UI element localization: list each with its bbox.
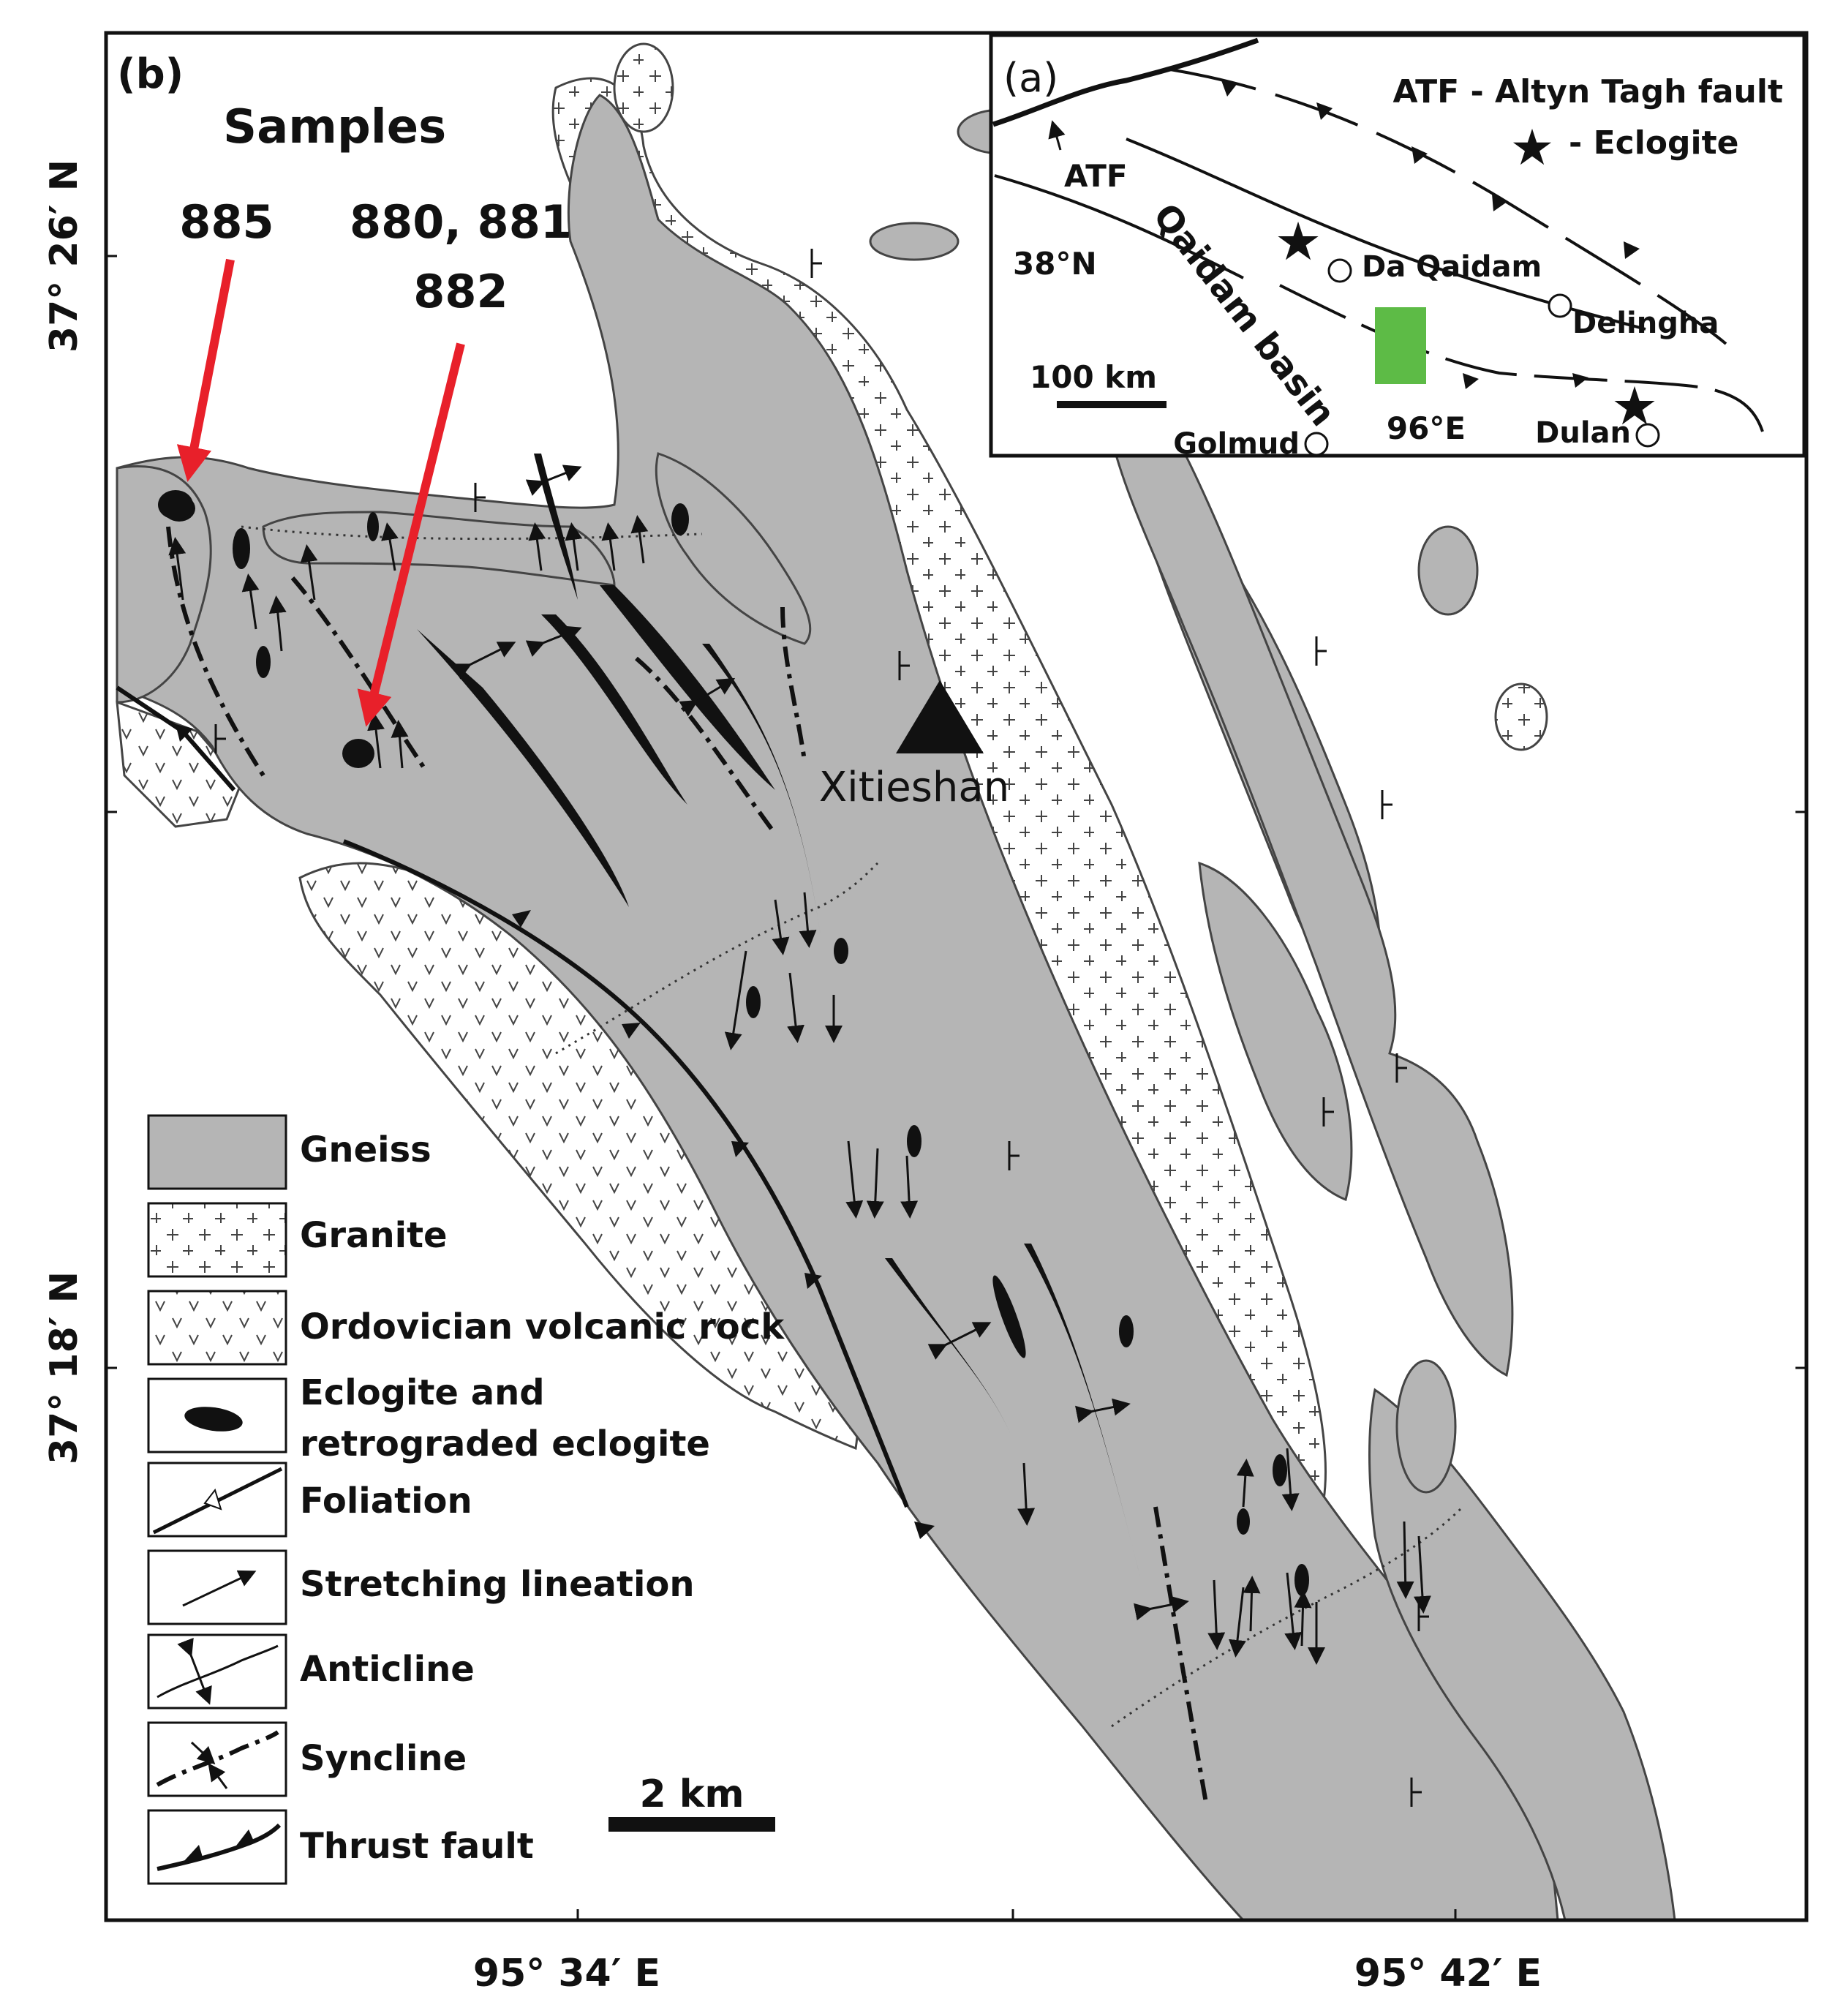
scale-bar xyxy=(608,1817,775,1832)
legend-item-thrust: Thrust fault xyxy=(147,1809,534,1885)
gneiss-islet-4 xyxy=(869,222,960,261)
inset-lon-label: 96°E xyxy=(1387,410,1466,446)
gneiss-islet-2 xyxy=(1395,1359,1457,1494)
legend-label-syncline: Syncline xyxy=(300,1738,467,1779)
legend-label-foliation: Foliation xyxy=(300,1481,472,1522)
scale-bar-label: 2 km xyxy=(639,1772,744,1816)
legend-item-volcanic: Ordovician volcanic rock xyxy=(147,1290,785,1366)
sample-885-label: 885 xyxy=(179,195,274,249)
samples-title: Samples xyxy=(223,100,446,154)
main-map xyxy=(116,42,1676,1920)
legend-label-anticline: Anticline xyxy=(300,1649,475,1690)
sample-880-label-line2: 882 xyxy=(413,265,508,318)
legend-item-gneiss: Gneiss xyxy=(147,1114,431,1190)
dotted-contact-central xyxy=(555,862,879,1055)
legend-label-thrust: Thrust fault xyxy=(300,1826,534,1867)
gneiss-unit-east-2 xyxy=(1198,861,1353,1202)
gneiss-arm-north xyxy=(262,511,616,587)
legend-label-gneiss: Gneiss xyxy=(300,1129,431,1170)
dotted-contact-south xyxy=(1111,1505,1464,1728)
town-da-qaidam-marker xyxy=(1327,258,1352,283)
graticule-ticks xyxy=(106,255,1806,1920)
sample-885-eclogite xyxy=(158,490,193,519)
inset-map: ★ ★ ★ (a) ATF - Altyn Tagh fault - Eclog… xyxy=(989,33,1806,461)
legend-item-granite: Granite xyxy=(147,1202,448,1278)
study-area-box xyxy=(1375,307,1426,384)
inset-town-delingha: Delingha xyxy=(1572,306,1719,340)
sample-880-label-line1: 880, 881 xyxy=(350,195,572,249)
fold-axes xyxy=(166,526,1209,1808)
inset-legend-eclogite: - Eclogite xyxy=(1569,124,1738,162)
longitude-label-right: 95° 42′ E xyxy=(1354,1952,1542,1996)
inset-fault-south xyxy=(1279,284,1764,432)
eclogite-star-da-qaidam: ★ xyxy=(1275,211,1322,272)
sample-885-arrow xyxy=(176,258,235,482)
inset-town-dulan: Dulan xyxy=(1535,416,1631,450)
anticline-symbols xyxy=(452,464,1189,1621)
legend-label-eclogite-line1: Eclogite and xyxy=(300,1372,545,1413)
town-golmud-marker xyxy=(1304,432,1329,456)
thrust-fault-main xyxy=(342,839,909,1508)
sample-880-eclogite xyxy=(342,739,374,768)
inset-scale-label: 100 km xyxy=(1030,359,1157,395)
gneiss-islet-1 xyxy=(1417,525,1479,616)
volcanic-unit-corner xyxy=(116,700,243,828)
legend-item-stretching: Stretching lineation xyxy=(147,1549,695,1625)
dotted-contact-north xyxy=(241,525,703,541)
legend-label-stretching: Stretching lineation xyxy=(300,1564,695,1605)
xitieshan-peak-triangle xyxy=(896,680,984,753)
granite-islet-north xyxy=(613,42,674,133)
granite-islet-east xyxy=(1494,682,1548,751)
atf-arrow xyxy=(1048,120,1066,151)
gneiss-west-tip xyxy=(116,465,212,704)
xitieshan-label: Xitieshan xyxy=(819,764,1009,811)
panel-label-b: (b) xyxy=(117,50,184,98)
gneiss-unit-east-4 xyxy=(1110,421,1514,1377)
legend-item-eclogite: Eclogite and retrograded eclogite xyxy=(147,1372,710,1464)
inset-panel-label: (a) xyxy=(1003,55,1058,101)
legend-item-foliation: Foliation xyxy=(147,1462,472,1538)
latitude-label-top: 37° 26′ N xyxy=(42,159,86,353)
longitude-label-left: 95° 34′ E xyxy=(473,1952,660,1996)
legend-label-granite: Granite xyxy=(300,1215,448,1256)
inset-frame xyxy=(989,33,1806,458)
legend-label-eclogite-line2: retrograded eclogite xyxy=(300,1423,710,1464)
latitude-label-bottom: 37° 18′ N xyxy=(42,1271,86,1464)
inset-legend-atf: ATF - Altyn Tagh fault xyxy=(1392,73,1783,110)
legend-item-anticline: Anticline xyxy=(147,1633,475,1710)
town-dulan-marker xyxy=(1635,423,1660,448)
inset-atf-label: ATF xyxy=(1064,158,1128,194)
gneiss-arm-northeast xyxy=(655,452,812,645)
legend-item-syncline: Syncline xyxy=(147,1721,467,1797)
eclogite-star-legend: ★ xyxy=(1510,119,1555,177)
altyn-tagh-fault xyxy=(992,37,1259,127)
legend-label-volcanic: Ordovician volcanic rock xyxy=(300,1306,785,1347)
sample-880-arrow xyxy=(357,342,465,727)
legend: Gneiss Granite Ordovician volcanic rock … xyxy=(147,1114,785,1885)
inset-fault-west xyxy=(994,174,1244,279)
map-frame xyxy=(104,31,1809,1922)
thrust-teeth xyxy=(176,724,935,1539)
inset-thrust-north xyxy=(1169,68,1727,345)
town-delingha-marker xyxy=(1548,293,1572,318)
foliation-symbols xyxy=(214,249,1429,1807)
inset-town-da-qaidam: Da Qaidam xyxy=(1362,250,1542,284)
inset-lat-label: 38°N xyxy=(1013,246,1097,282)
inset-scale-bar xyxy=(1057,401,1167,408)
inset-town-golmud: Golmud xyxy=(1173,427,1300,461)
